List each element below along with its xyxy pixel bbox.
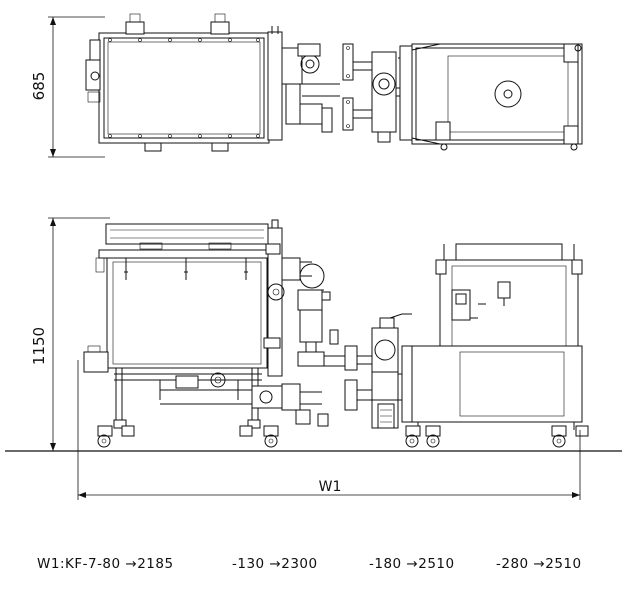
elevation-view xyxy=(83,219,589,448)
legend-item-80: W1:KF-7-80 →2185 xyxy=(37,556,174,572)
overall-width-dimension xyxy=(77,360,581,500)
model-width-legend: W1:KF-7-80 →2185 -130 →2300 -180 →2510 -… xyxy=(0,556,627,580)
legend-item-280: -280 →2510 xyxy=(496,556,582,572)
elevation-height-dimension xyxy=(48,217,110,451)
plan-depth-label: 685 xyxy=(30,72,48,101)
plan-depth-dimension xyxy=(48,16,105,158)
legend-item-130: -130 →2300 xyxy=(232,556,318,572)
overall-width-label: W1 xyxy=(319,479,342,495)
plan-view xyxy=(85,13,583,152)
legend-item-180: -180 →2510 xyxy=(369,556,455,572)
elevation-height-label: 1150 xyxy=(30,327,48,365)
